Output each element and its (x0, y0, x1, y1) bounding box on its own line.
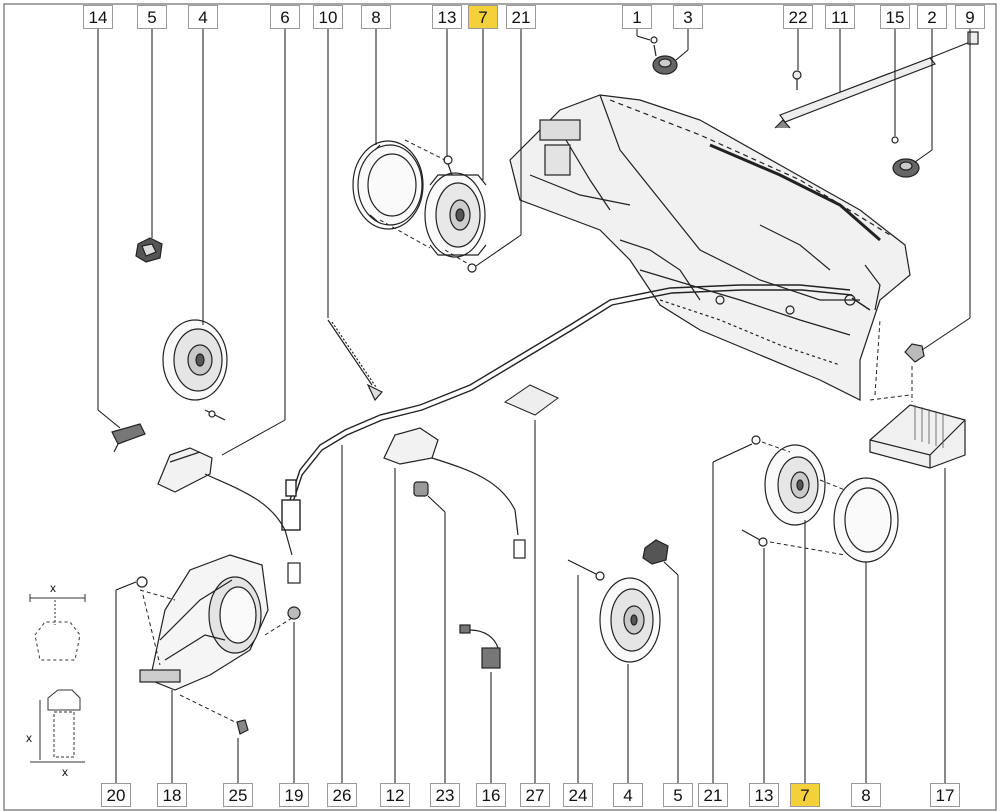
shark-antenna (383, 427, 526, 559)
dashboard-assembly (509, 94, 911, 401)
retaining-clip (135, 237, 163, 263)
callout-label-highlighted: 7 (790, 783, 820, 807)
dimension-mark-left: x (26, 731, 32, 745)
callout-label: 18 (157, 783, 187, 807)
callout-label: 2 (917, 5, 947, 29)
callout-label: 1 (622, 5, 652, 29)
diagram-border (3, 3, 997, 811)
callout-label: 5 (137, 5, 167, 29)
callout-label: 12 (380, 783, 410, 807)
callout-label: 19 (279, 783, 309, 807)
connector (111, 423, 146, 453)
antenna-rod (327, 319, 383, 402)
lower-door-speaker (599, 577, 661, 663)
amplifier-module (869, 404, 966, 469)
callout-label: 26 (327, 783, 357, 807)
antenna-nut (413, 481, 429, 497)
callout-label: 9 (955, 5, 985, 29)
callout-label: 8 (361, 5, 391, 29)
callout-label-highlighted: 7 (468, 5, 498, 29)
callout-label: 4 (613, 783, 643, 807)
callout-label: 21 (698, 783, 728, 807)
dimension-mark-top: x (50, 581, 56, 595)
callout-label: 20 (101, 783, 131, 807)
callout-label: 16 (476, 783, 506, 807)
callout-label: 15 (880, 5, 910, 29)
callout-label: 3 (673, 5, 703, 29)
subwoofer (139, 554, 269, 691)
callout-label: 8 (851, 783, 881, 807)
wiring-harness (281, 284, 871, 531)
leader-lines (97, 29, 971, 783)
roof-antenna (157, 447, 301, 584)
callout-label: 13 (749, 783, 779, 807)
front-speaker (424, 172, 487, 258)
callout-label: 11 (825, 5, 855, 29)
callout-label: 24 (563, 783, 593, 807)
module-nut (904, 343, 925, 363)
callout-label: 21 (506, 5, 536, 29)
rear-speaker-ring (833, 477, 899, 563)
lower-door-fastener (567, 559, 605, 581)
callout-label: 6 (270, 5, 300, 29)
adhesive-pad (503, 384, 559, 416)
callout-label: 27 (520, 783, 550, 807)
callout-label: 4 (188, 5, 218, 29)
lower-clip (642, 539, 669, 565)
callout-label: 23 (430, 783, 460, 807)
callout-label: 22 (783, 5, 813, 29)
callout-label: 13 (432, 5, 462, 29)
rear-speaker-screws (741, 435, 768, 547)
connector-cable (459, 624, 501, 669)
tweeter-top (650, 36, 678, 75)
door-speaker (162, 319, 228, 421)
bolt-dimension-detail (30, 689, 85, 763)
trim-strip (774, 31, 979, 129)
callout-label: 5 (663, 783, 693, 807)
callout-label: 17 (930, 783, 960, 807)
subwoofer-fasteners (136, 576, 301, 735)
rear-speaker (764, 444, 826, 526)
callout-label: 10 (313, 5, 343, 29)
dimension-mark-bottom: x (62, 765, 68, 779)
tweeter-right (891, 136, 920, 178)
front-speaker-ring (352, 140, 424, 230)
clip-dimension-detail (29, 594, 86, 661)
callout-label: 25 (223, 783, 253, 807)
callout-label: 14 (83, 5, 113, 29)
